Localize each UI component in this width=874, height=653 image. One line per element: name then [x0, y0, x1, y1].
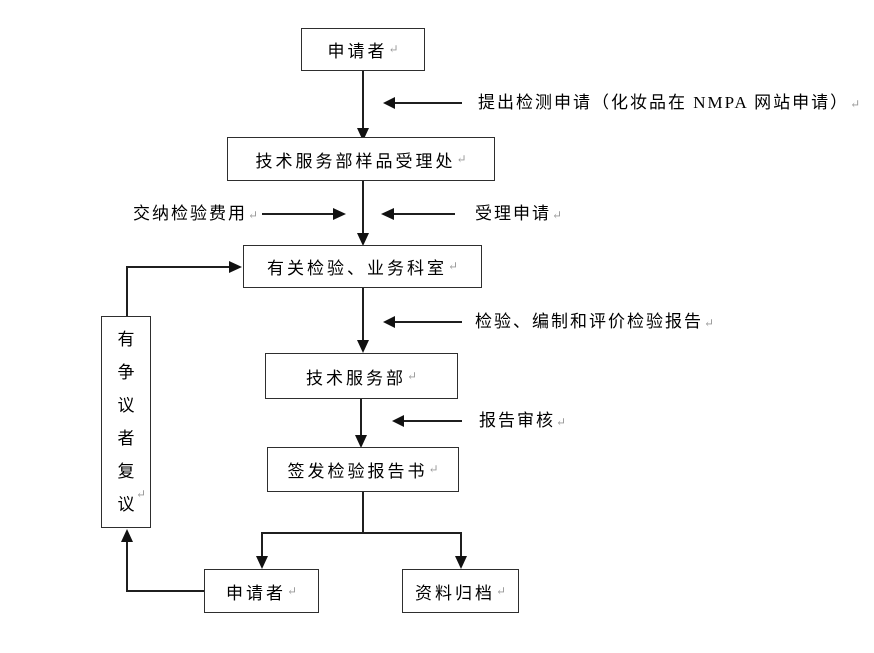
- paragraph-return-mark: ↵: [704, 316, 715, 330]
- node-archive: 资料归档↵: [402, 569, 519, 613]
- node-dispute-char: 有: [117, 330, 135, 349]
- annotation-submit-application-text: 提出检测申请（化妆品在 NMPA 网站申请）: [478, 93, 850, 112]
- node-inspection-offices-label: 有关检验、业务科室: [266, 259, 447, 278]
- paragraph-return-mark: ↵: [447, 259, 459, 273]
- node-dispute-char: 议: [117, 396, 135, 415]
- paragraph-return-mark: ↵: [248, 208, 259, 222]
- node-tech-service-label: 技术服务部: [305, 368, 406, 388]
- annotation-compile-report-text: 检验、编制和评价检验报告: [475, 312, 703, 331]
- node-dispute-char: 争: [117, 363, 135, 382]
- annotation-accept-application: 受理申请↵: [475, 205, 562, 224]
- annotation-pay-fee-text: 交纳检验费用: [133, 204, 247, 223]
- node-dispute-char: 议: [117, 495, 135, 514]
- paragraph-return-mark: ↵: [135, 487, 146, 501]
- paragraph-return-mark: ↵: [286, 583, 298, 598]
- node-dispute-review: 有 争 议 者 复 议 ↵: [101, 316, 151, 528]
- node-applicant-top: 申请者↵: [301, 28, 425, 71]
- node-dispute-char: 复: [117, 462, 135, 481]
- paragraph-return-mark: ↵: [850, 97, 861, 111]
- node-issue-report-label: 签发检验报告书: [287, 462, 428, 481]
- paragraph-return-mark: ↵: [556, 415, 567, 429]
- annotation-submit-application: 提出检测申请（化妆品在 NMPA 网站申请）↵: [478, 94, 860, 113]
- node-applicant-bottom-label: 申请者: [225, 583, 286, 603]
- paragraph-return-mark: ↵: [388, 42, 399, 56]
- arrow-submit-application-callout: [383, 97, 462, 109]
- paragraph-return-mark: ↵: [428, 462, 439, 476]
- annotation-report-review: 报告审核↵: [479, 412, 566, 431]
- paragraph-return-mark: ↵: [406, 368, 418, 383]
- node-dispute-char: 者: [117, 429, 135, 448]
- node-issue-report: 签发检验报告书↵: [267, 447, 459, 492]
- paragraph-return-mark: ↵: [552, 208, 563, 222]
- arrow-acceptance-to-inspection: [357, 181, 369, 246]
- node-inspection-offices: 有关检验、业务科室↵: [243, 245, 482, 288]
- arrow-applicant-to-acceptance: [357, 71, 369, 141]
- branch-issuereport-split: [256, 492, 467, 569]
- paragraph-return-mark: ↵: [495, 583, 507, 598]
- node-sample-acceptance-label: 技术服务部样品受理处: [255, 151, 456, 171]
- node-sample-acceptance: 技术服务部样品受理处↵: [227, 137, 495, 181]
- paragraph-return-mark: ↵: [456, 151, 467, 166]
- arrow-techservice-to-issuereport: [355, 399, 367, 448]
- arrow-compile-report-callout: [383, 316, 462, 328]
- node-applicant-top-label: 申请者: [327, 42, 388, 61]
- arrow-pay-fee-callout: [262, 208, 346, 220]
- annotation-compile-report: 检验、编制和评价检验报告↵: [475, 313, 714, 332]
- arrow-inspection-to-techservice: [357, 288, 369, 353]
- arrow-accept-application-callout: [381, 208, 455, 220]
- arrow-dispute-to-inspection: [126, 261, 242, 316]
- arrow-applicant-to-dispute: [121, 529, 204, 592]
- node-archive-label: 资料归档: [414, 583, 495, 603]
- node-tech-service: 技术服务部↵: [265, 353, 458, 399]
- annotation-report-review-text: 报告审核: [479, 411, 555, 430]
- annotation-accept-application-text: 受理申请: [475, 204, 551, 223]
- node-applicant-bottom: 申请者↵: [204, 569, 319, 613]
- arrow-report-review-callout: [392, 415, 462, 427]
- annotation-pay-fee: 交纳检验费用↵: [133, 205, 258, 224]
